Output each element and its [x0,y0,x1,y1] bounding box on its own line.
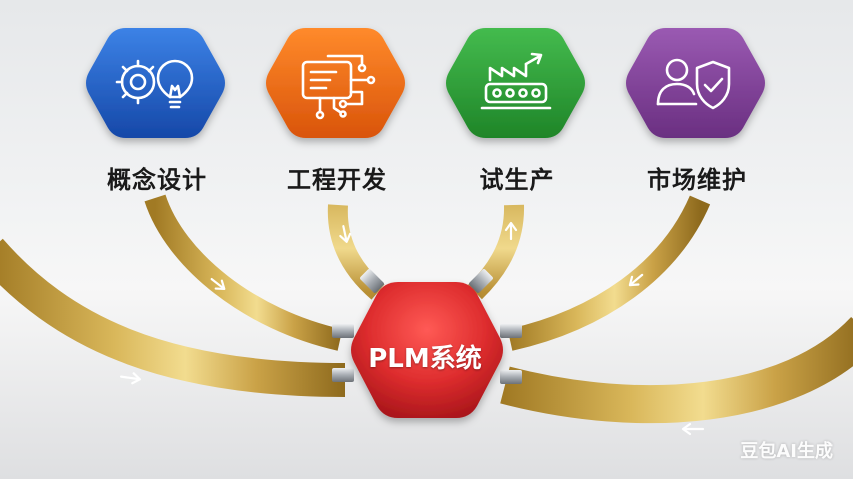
stage-hexagon-market[interactable] [626,28,765,138]
arrow-left-icon [681,422,705,436]
ribbon-concept [144,194,343,351]
connector-right-upper [500,324,522,338]
arrow-right-icon [119,372,142,385]
ribbon-market [507,195,711,351]
ribbon-left-outer [0,238,346,397]
gear-lightbulb-icon [115,59,194,109]
arrow-down-right-icon [210,277,226,291]
arrow-down-icon [339,225,352,243]
connector-left-upper [332,324,354,338]
watermark: 豆包AI生成 [740,441,833,462]
circuit-document-icon [301,54,376,120]
ribbon-right-outer [500,316,853,424]
arrow-up-icon [504,221,518,241]
connector-group [332,269,522,384]
stage-label-market: 市场维护 [647,166,747,194]
stage-label-engineering: 工程开发 [287,166,387,194]
center-hexagon [351,282,503,418]
stage-hexagon-engineering[interactable] [266,28,405,138]
factory-conveyor-icon [480,52,552,110]
user-shield-check-icon [656,58,731,110]
connector-left-lower [332,368,354,382]
stage-hexagon-concept[interactable] [86,28,225,138]
ribbon-group [0,194,853,424]
stage-label-concept: 概念设计 [107,166,207,194]
connector-top-right [469,269,493,293]
center-label-plm: PLM系统 [368,344,482,374]
arrow-group [119,221,705,436]
arrow-down-left-icon [628,273,644,287]
stage-label-trial: 试生产 [479,166,555,194]
connector-top-left [360,269,384,293]
connector-right-lower [500,370,522,384]
